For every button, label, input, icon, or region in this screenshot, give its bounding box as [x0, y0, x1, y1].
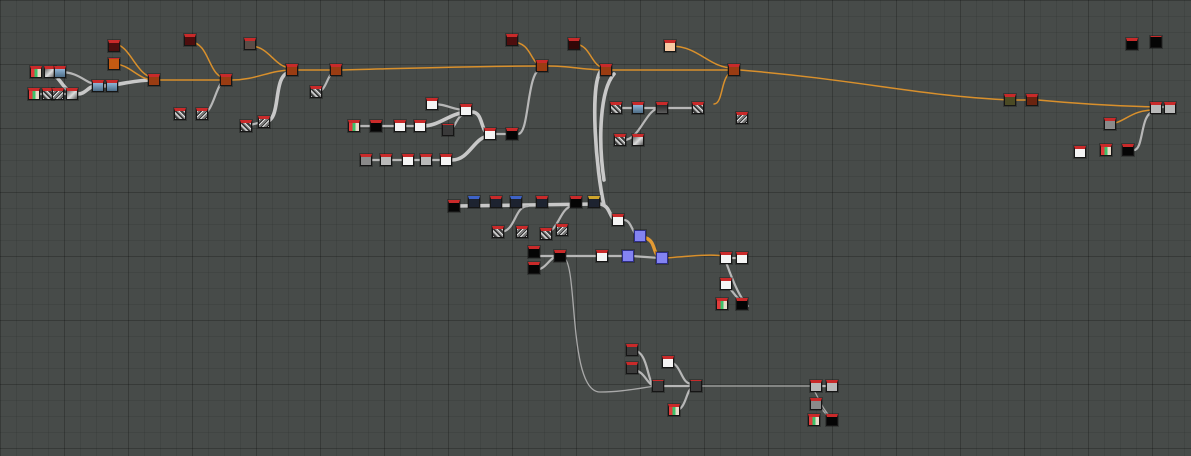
node-output[interactable] [720, 252, 732, 264]
node-bitmap-input[interactable] [1100, 144, 1112, 156]
node-blend[interactable] [600, 64, 612, 76]
node-shape[interactable] [402, 154, 414, 166]
node-output[interactable] [1164, 102, 1176, 114]
node-mask[interactable] [736, 298, 748, 310]
node-output[interactable] [1150, 102, 1162, 114]
node-bitmap-input[interactable] [808, 414, 820, 426]
node-gradient[interactable] [632, 102, 644, 114]
node-mask[interactable] [506, 128, 518, 140]
node-mask[interactable] [528, 262, 540, 274]
node-blend[interactable] [728, 64, 740, 76]
node-levels[interactable] [380, 154, 392, 166]
node-noise[interactable] [240, 120, 252, 132]
node-blend[interactable] [220, 74, 232, 86]
node-uniform-color[interactable] [810, 398, 822, 410]
node-shape[interactable] [612, 214, 624, 226]
node-normal[interactable] [490, 196, 502, 208]
node-gradient-map[interactable] [622, 250, 634, 262]
node-blend[interactable] [652, 380, 664, 392]
node-gradient-map[interactable] [656, 252, 668, 264]
node-mask[interactable] [570, 196, 582, 208]
node-uniform-color[interactable] [664, 40, 676, 52]
node-noise[interactable] [736, 112, 748, 124]
node-blend[interactable] [148, 74, 160, 86]
node-mask[interactable] [826, 414, 838, 426]
node-noise[interactable] [614, 134, 626, 146]
node-curve[interactable] [656, 102, 668, 114]
node-bitmap-input[interactable] [30, 66, 42, 78]
node-shape[interactable] [426, 98, 438, 110]
node-blur[interactable] [632, 134, 644, 146]
node-shape[interactable] [394, 120, 406, 132]
node-uniform-color[interactable] [1126, 38, 1138, 50]
node-blend[interactable] [1004, 94, 1016, 106]
node-normal[interactable] [510, 196, 522, 208]
node-uniform-color[interactable] [108, 40, 120, 52]
node-bitmap-input[interactable] [28, 88, 40, 100]
node-mask[interactable] [528, 246, 540, 258]
node-shape[interactable] [720, 278, 732, 290]
node-mask[interactable] [370, 120, 382, 132]
node-blend[interactable] [484, 128, 496, 140]
node-output[interactable] [1150, 36, 1162, 48]
node-output[interactable] [810, 380, 822, 392]
node-levels[interactable] [360, 154, 372, 166]
node-noise[interactable] [610, 102, 622, 114]
node-noise[interactable] [556, 224, 568, 236]
node-shape[interactable] [460, 104, 472, 116]
node-levels[interactable] [420, 154, 432, 166]
node-blend[interactable] [1026, 94, 1038, 106]
node-shape[interactable] [662, 356, 674, 368]
node-blend[interactable] [330, 64, 342, 76]
node-gradient-map[interactable] [634, 230, 646, 242]
node-noise[interactable] [196, 108, 208, 120]
node-gradient-map[interactable] [92, 80, 104, 92]
node-blur[interactable] [66, 88, 78, 100]
node-uniform-color[interactable] [568, 38, 580, 50]
node-normal[interactable] [536, 196, 548, 208]
node-uniform-color[interactable] [1104, 118, 1116, 130]
node-noise[interactable] [52, 88, 64, 100]
node-blend[interactable] [690, 380, 702, 392]
node-blend[interactable] [536, 60, 548, 72]
node-gradient-map[interactable] [106, 80, 118, 92]
node-uniform-color[interactable] [626, 362, 638, 374]
node-output[interactable] [736, 252, 748, 264]
node-blend[interactable] [286, 64, 298, 76]
node-uniform-color[interactable] [244, 38, 256, 50]
node-noise[interactable] [692, 102, 704, 114]
node-uniform-color[interactable] [506, 34, 518, 46]
node-output[interactable] [826, 380, 838, 392]
node-normal[interactable] [588, 196, 600, 208]
node-noise[interactable] [540, 228, 552, 240]
node-mask[interactable] [1122, 144, 1134, 156]
node-shape[interactable] [1074, 146, 1086, 158]
node-shape[interactable] [440, 154, 452, 166]
node-gradient[interactable] [54, 66, 66, 78]
node-noise[interactable] [516, 226, 528, 238]
node-noise[interactable] [492, 226, 504, 238]
node-noise[interactable] [174, 108, 186, 120]
node-bitmap-input[interactable] [716, 298, 728, 310]
node-uniform-color[interactable] [108, 58, 120, 70]
node-uniform-color[interactable] [626, 344, 638, 356]
node-transform[interactable] [414, 120, 426, 132]
node-normal[interactable] [468, 196, 480, 208]
node-uniform-color[interactable] [442, 124, 454, 136]
node-shape[interactable] [596, 250, 608, 262]
node-mask[interactable] [554, 250, 566, 262]
node-mask[interactable] [448, 200, 460, 212]
node-uniform-color[interactable] [184, 34, 196, 46]
node-noise[interactable] [258, 116, 270, 128]
node-bitmap-input[interactable] [668, 404, 680, 416]
node-noise[interactable] [310, 86, 322, 98]
node-bitmap-input[interactable] [348, 120, 360, 132]
